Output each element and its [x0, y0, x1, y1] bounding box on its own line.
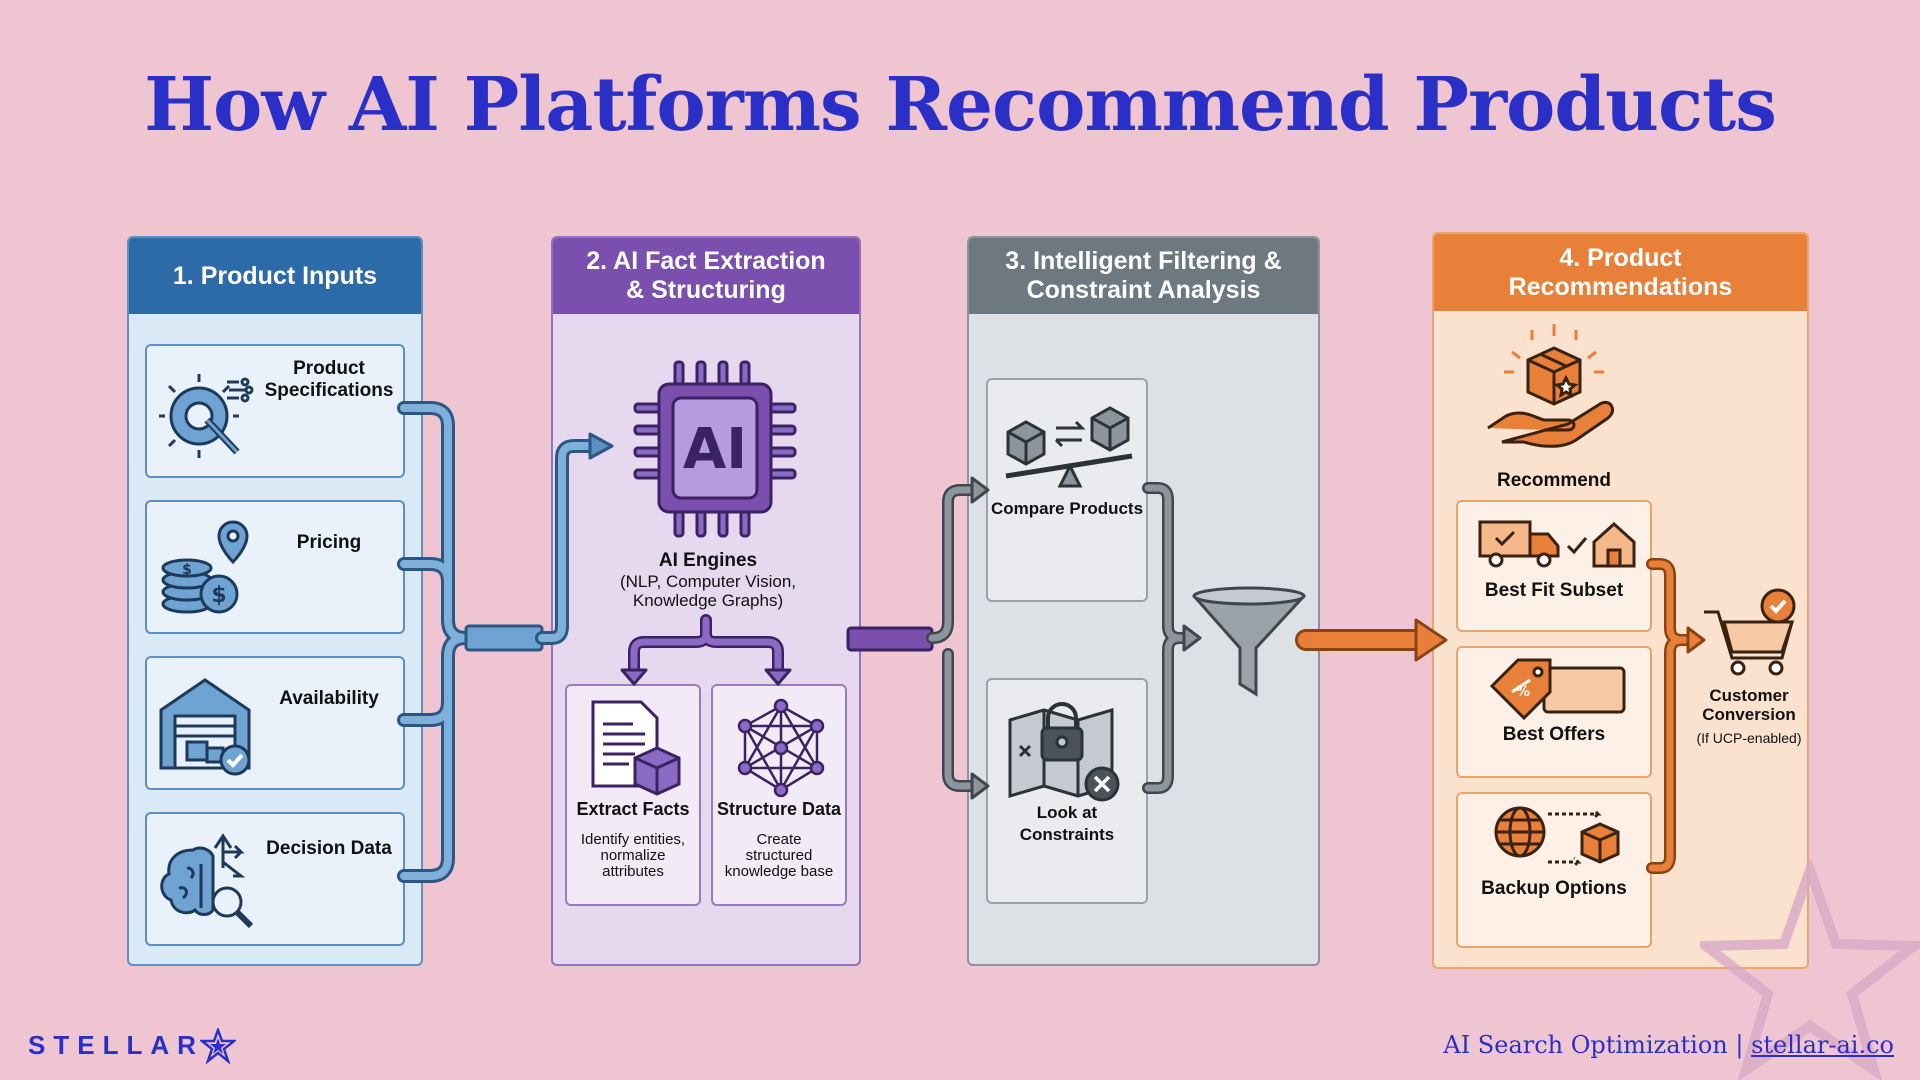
card-title: Best Offers — [1502, 724, 1606, 745]
chip-label: AI — [683, 417, 747, 482]
card-title: Structure Data — [716, 799, 842, 819]
card-product-specifications: Product Specifications — [145, 344, 405, 478]
price-tag-icon: % — [1489, 658, 1626, 720]
map-lock-icon — [1008, 702, 1120, 802]
gear-wrench-icon — [159, 374, 254, 458]
card-title: Look at Constraints — [1019, 803, 1115, 844]
column-intelligent-filtering: 3. Intelligent Filtering & Constraint An… — [967, 236, 1320, 966]
ai-engines-title: AI Engines — [658, 550, 758, 571]
recommend-label: Recommend — [1496, 470, 1612, 491]
card-title: Extract Facts — [576, 799, 690, 819]
conversion-note: (If UCP-enabled) — [1696, 730, 1802, 746]
background-star-icon — [1700, 860, 1920, 1080]
document-cube-icon — [591, 700, 681, 796]
ai-engines-subtitle: (NLP, Computer Vision, Knowledge Graphs) — [619, 572, 797, 610]
conversion-title: Customer Conversion — [1702, 686, 1796, 724]
card-description: Identify entities, normalize attributes — [580, 831, 686, 880]
ai-chip-icon: AI — [633, 360, 797, 538]
card-decision-data: Decision Data — [145, 812, 405, 946]
globe-box-icon — [1494, 806, 1620, 868]
card-title: Best Fit Subset — [1484, 580, 1624, 601]
card-extract-facts: Extract Facts Identify entities, normali… — [565, 684, 701, 906]
column-heading: 2. AI Fact Extraction & Structuring — [553, 238, 859, 314]
page-title: How AI Platforms Recommend Products — [144, 62, 1777, 148]
column-ai-fact-extraction: 2. AI Fact Extraction & Structuring — [551, 236, 861, 966]
card-label: Pricing — [296, 532, 362, 553]
footer-tagline: AI Search Optimization | — [1443, 1031, 1752, 1059]
star-logo-icon — [200, 1028, 236, 1064]
column-heading: 4. Product Recommendations — [1434, 234, 1807, 311]
column-product-recommendations: 4. Product Recommendations Recommend Bes… — [1432, 232, 1809, 969]
svg-text:$: $ — [211, 583, 226, 608]
card-label: Decision Data — [266, 838, 392, 859]
card-look-at-constraints: Look at Constraints — [986, 678, 1148, 904]
warehouse-icon — [159, 678, 251, 776]
card-structure-data: Structure Data Create structured knowled… — [711, 684, 847, 906]
card-backup-options: Backup Options — [1456, 792, 1652, 948]
card-title: Compare Products — [990, 499, 1144, 518]
card-compare-products: Compare Products — [986, 378, 1148, 602]
cart-check-icon — [1704, 588, 1796, 676]
card-title: Backup Options — [1481, 878, 1627, 899]
hand-box-icon — [1487, 324, 1614, 448]
coins-pin-icon: $ $ — [161, 520, 249, 614]
column-product-inputs: 1. Product Inputs Product Specifications — [127, 236, 423, 966]
brain-magnifier-icon — [160, 833, 254, 929]
card-best-fit-subset: Best Fit Subset — [1456, 500, 1652, 632]
brand-logo: STELLAR — [28, 1030, 204, 1060]
column-heading: 3. Intelligent Filtering & Constraint An… — [969, 238, 1318, 314]
svg-text:$: $ — [182, 562, 192, 578]
card-availability: Availability — [145, 656, 405, 790]
card-label: Availability — [279, 688, 379, 709]
column-heading: 1. Product Inputs — [129, 238, 421, 314]
card-description: Create structured knowledge base — [724, 831, 834, 880]
svg-text:%: % — [1516, 684, 1530, 700]
card-pricing: $ $ Pricing — [145, 500, 405, 634]
truck-house-icon — [1478, 520, 1636, 568]
footer-link[interactable]: stellar-ai.co — [1751, 1031, 1894, 1059]
card-best-offers: % Best Offers — [1456, 646, 1652, 778]
footer: AI Search Optimization | stellar-ai.co — [1443, 1031, 1894, 1059]
card-label: Product Specifications — [264, 358, 394, 401]
funnel-icon — [1192, 586, 1306, 697]
network-graph-icon — [737, 698, 825, 798]
balance-boxes-icon — [1005, 406, 1133, 488]
